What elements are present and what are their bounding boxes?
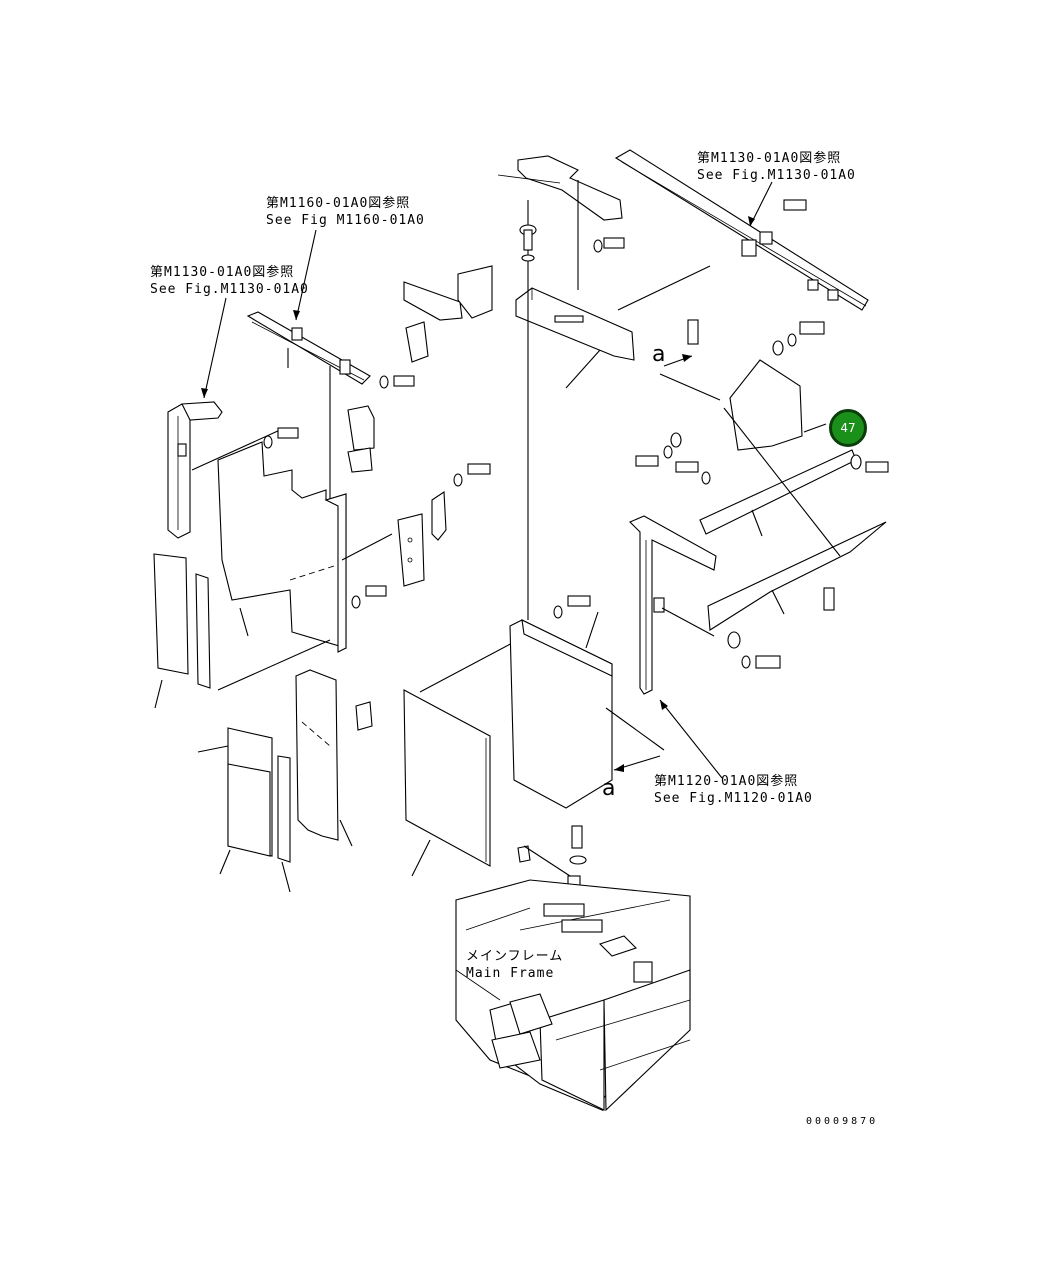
reference-label-en: See Fig.M1130-01A0 bbox=[697, 168, 856, 183]
left-side-panel bbox=[217, 441, 393, 653]
right-covers bbox=[659, 359, 887, 631]
upper-right-rail bbox=[614, 149, 869, 311]
view-marker-upper: a bbox=[652, 342, 666, 367]
main-frame-label-jp: メインフレーム bbox=[466, 949, 564, 964]
main-frame-label: メインフレーム Main Frame bbox=[466, 948, 563, 982]
right-post bbox=[629, 515, 717, 695]
insulation-pads bbox=[153, 553, 331, 893]
reference-label-jp: 第M1130-01A0図参照 bbox=[697, 151, 842, 166]
part-callout-badge[interactable]: 47 bbox=[829, 409, 867, 447]
reference-label-en: See Fig.M1120-01A0 bbox=[654, 791, 813, 806]
reference-leaders bbox=[201, 181, 827, 779]
main-frame-label-en: Main Frame bbox=[466, 966, 555, 981]
view-marker-lower: a bbox=[602, 776, 616, 801]
center-panel bbox=[509, 180, 665, 809]
main-frame-drawing bbox=[455, 879, 691, 1112]
document-number: 00009870 bbox=[806, 1116, 879, 1127]
reference-label-en: See Fig.M1130-01A0 bbox=[150, 282, 309, 297]
reference-label-bottom-right: 第M1120-01A0図参照 See Fig.M1120-01A0 bbox=[654, 773, 813, 807]
center-pad bbox=[403, 639, 519, 877]
fasteners bbox=[263, 199, 889, 891]
lower-mid-plate bbox=[295, 669, 373, 847]
left-top-rail bbox=[246, 311, 371, 500]
reference-label-jp: 第M1160-01A0図参照 bbox=[266, 196, 411, 211]
reference-label-top-right: 第M1130-01A0図参照 See Fig.M1130-01A0 bbox=[697, 150, 856, 184]
reference-label-jp: 第M1130-01A0図参照 bbox=[150, 265, 295, 280]
top-plate bbox=[497, 155, 623, 221]
mid-brackets bbox=[347, 265, 493, 587]
reference-label-left: 第M1130-01A0図参照 See Fig.M1130-01A0 bbox=[150, 264, 309, 298]
reference-label-en: See Fig M1160-01A0 bbox=[266, 213, 425, 228]
center-bracket bbox=[515, 265, 711, 389]
reference-label-top-center: 第M1160-01A0図参照 See Fig M1160-01A0 bbox=[266, 195, 425, 229]
left-post bbox=[167, 401, 281, 539]
reference-label-jp: 第M1120-01A0図参照 bbox=[654, 774, 799, 789]
